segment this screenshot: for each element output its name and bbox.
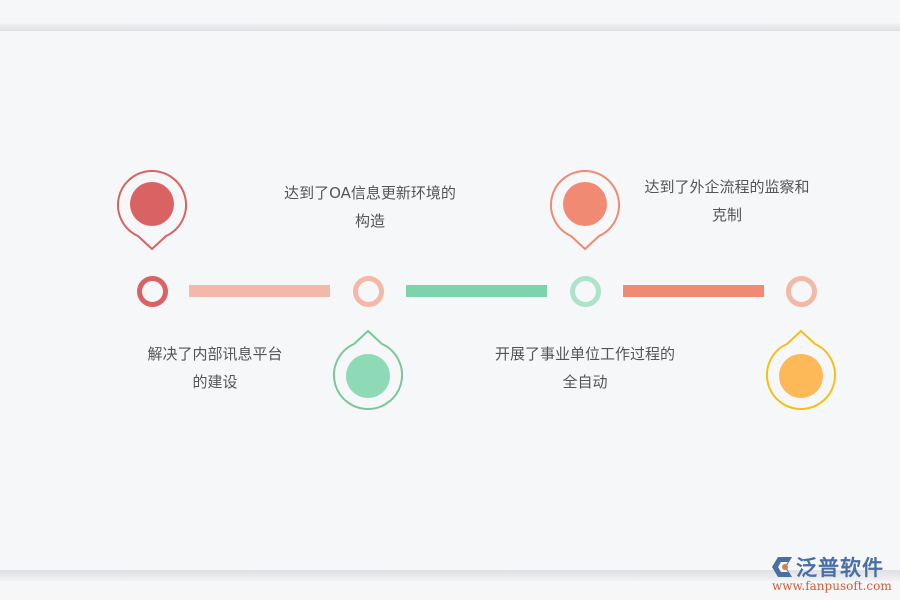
brand-url: www.fanpusoft.com bbox=[772, 579, 892, 593]
top-divider-band bbox=[0, 22, 900, 31]
caption-node-1: 解决了内部讯息平台 的建设 bbox=[130, 340, 300, 396]
caption-node-2-line-1: 达到了OA信息更新环境的 bbox=[284, 184, 456, 202]
watermark-logo: 泛普软件 www.fanpusoft.com bbox=[770, 552, 895, 596]
caption-node-4: 达到了外企流程的监察和 克制 bbox=[622, 173, 832, 229]
map-pin-icon-1 bbox=[117, 169, 187, 251]
caption-node-1-line-1: 解决了内部讯息平台 bbox=[147, 345, 283, 363]
timeline-connector-3 bbox=[623, 285, 764, 297]
timeline-node-2-ring bbox=[353, 276, 384, 307]
brand-logo-icon bbox=[772, 557, 792, 577]
caption-node-3: 开展了事业单位工作过程的 全自动 bbox=[480, 340, 690, 396]
bottom-divider-band bbox=[0, 570, 900, 581]
timeline-node-1-ring bbox=[137, 276, 168, 307]
caption-node-4-line-2: 克制 bbox=[711, 206, 742, 224]
caption-node-3-line-1: 开展了事业单位工作过程的 bbox=[494, 345, 675, 363]
caption-node-4-line-1: 达到了外企流程的监察和 bbox=[644, 178, 810, 196]
caption-node-2: 达到了OA信息更新环境的 构造 bbox=[270, 179, 470, 235]
caption-node-2-line-2: 构造 bbox=[354, 212, 385, 230]
timeline-node-3-ring bbox=[570, 276, 601, 307]
map-pin-icon-2 bbox=[333, 329, 403, 411]
timeline-connector-1 bbox=[189, 285, 330, 297]
map-pin-icon-4 bbox=[766, 329, 836, 411]
caption-node-3-line-2: 全自动 bbox=[562, 373, 608, 391]
brand-name: 泛普软件 bbox=[796, 556, 884, 580]
timeline-node-4-ring bbox=[786, 276, 817, 307]
map-pin-icon-3 bbox=[550, 169, 620, 251]
caption-node-1-line-2: 的建设 bbox=[192, 373, 238, 391]
timeline-connector-2 bbox=[406, 285, 547, 297]
